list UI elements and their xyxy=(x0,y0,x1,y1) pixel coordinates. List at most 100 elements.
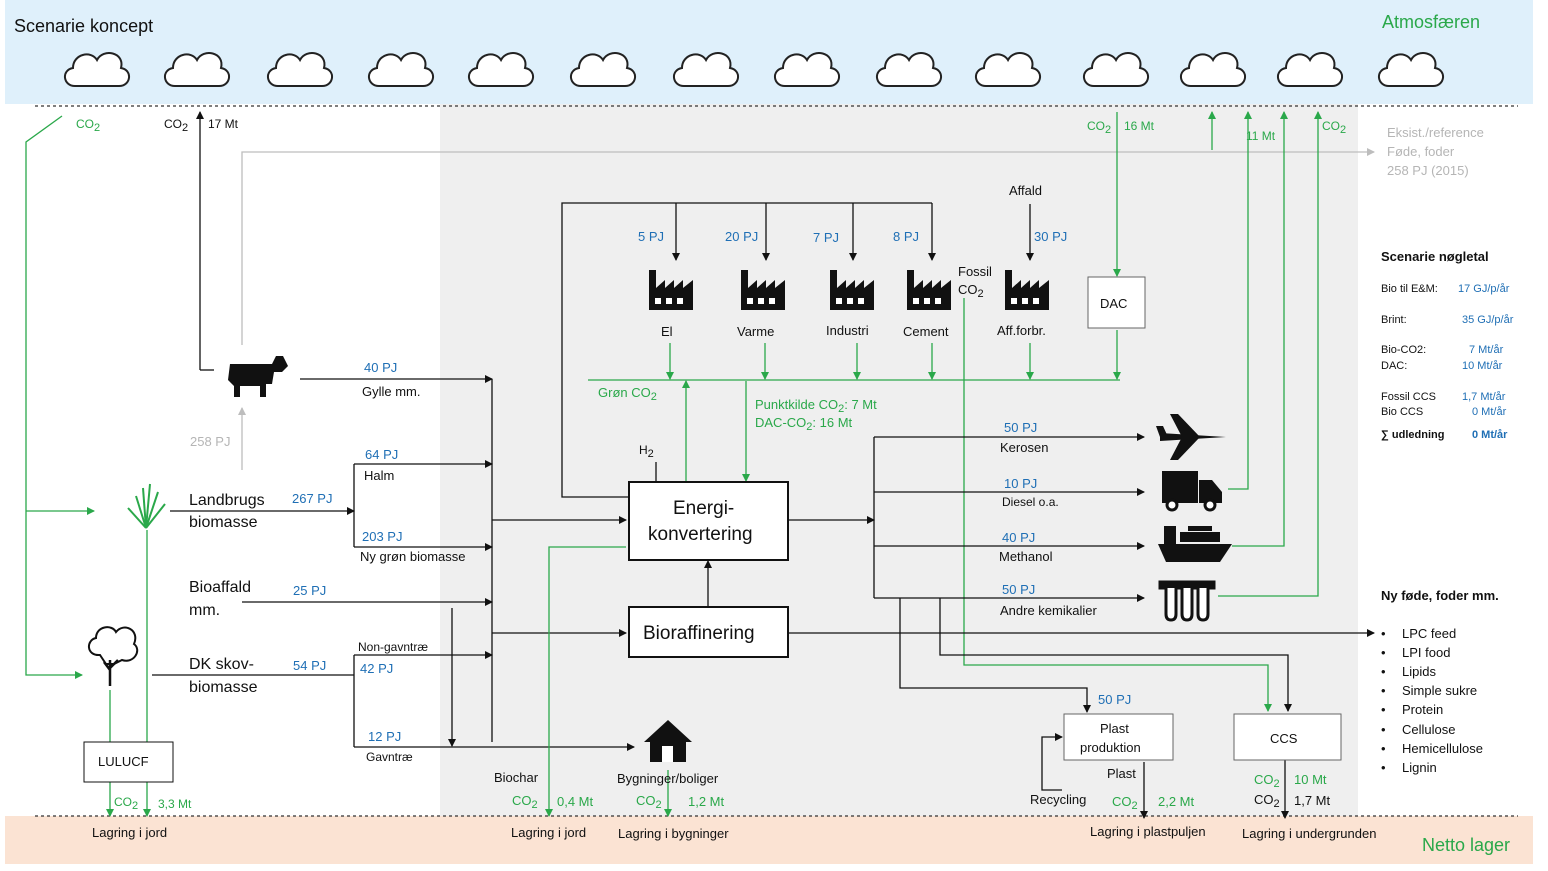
punktkilde-label: Punktkilde CO2: 7 Mt xyxy=(755,397,877,415)
diagram-title: Scenarie koncept xyxy=(14,16,153,36)
food-item: LPC feed xyxy=(1402,626,1456,641)
ccs-mt10-value: 10 Mt xyxy=(1294,772,1327,787)
co2-lulucf-label: CO2 xyxy=(114,795,138,812)
kemikalier-label: Andre kemikalier xyxy=(1000,603,1097,618)
kerosen-pj-value: 50 PJ xyxy=(1004,420,1037,435)
h2-label: H2 xyxy=(639,443,654,460)
key-value-6: 0 Mt/år xyxy=(1472,406,1507,418)
kemikalier-pj-value: 50 PJ xyxy=(1002,582,1035,597)
plast-label: Plast xyxy=(1107,766,1136,781)
cow-icon xyxy=(228,356,288,397)
ccs-label: CCS xyxy=(1270,731,1298,746)
ny-biomasse-label: Ny grøn biomasse xyxy=(360,549,465,564)
food-bullet: • xyxy=(1381,760,1386,775)
bioaffald-label-1: Bioaffald xyxy=(189,579,251,596)
ccs-mt17-value: 1,7 Mt xyxy=(1294,793,1331,808)
cement-label: Cement xyxy=(903,324,949,339)
industri-pj-value: 7 PJ xyxy=(813,230,839,245)
storage-label-4: Lagring i plastpuljen xyxy=(1090,824,1206,839)
landbrug-pj-value: 267 PJ xyxy=(292,491,332,506)
key-label-6: Bio CCS xyxy=(1381,406,1423,418)
ccs-box xyxy=(1233,713,1342,761)
storage-label-2: Lagring i jord xyxy=(511,825,586,840)
food-bullet: • xyxy=(1381,702,1386,717)
food-item: Lignin xyxy=(1402,760,1437,775)
biochar-label: Biochar xyxy=(494,770,539,785)
food-item: Simple sukre xyxy=(1402,683,1477,698)
storage-label-3: Lagring i bygninger xyxy=(618,826,729,841)
varme-label: Varme xyxy=(737,324,774,339)
ccs-co2-label-1: CO2 xyxy=(1254,772,1280,790)
co2-17mt-value: 17 Mt xyxy=(208,117,239,131)
dac-label: DAC xyxy=(1100,296,1127,311)
biochar-mt-value: 0,4 Mt xyxy=(557,794,594,809)
recycling-label: Recycling xyxy=(1030,792,1086,807)
pj258-value: 258 PJ xyxy=(190,434,230,449)
lulucf-box xyxy=(83,741,174,783)
affaldsforbr-label: Aff.forbr. xyxy=(997,323,1046,338)
key-label-1: Bio til E&M: xyxy=(1381,283,1438,295)
el-label: El xyxy=(661,324,673,339)
bygninger-mt-value: 1,2 Mt xyxy=(688,794,725,809)
plast-produktion-box xyxy=(1063,713,1174,761)
netto-lager-label: Netto lager xyxy=(1422,835,1510,855)
grass-icon xyxy=(127,483,166,529)
food-item: LPI food xyxy=(1402,645,1450,660)
food-bullet: • xyxy=(1381,645,1386,660)
co2-16mt-value: 16 Mt xyxy=(1124,119,1155,133)
co2-cow-label: CO2 xyxy=(164,117,188,134)
lulucf-label: LULUCF xyxy=(98,754,149,769)
house-icon xyxy=(644,720,692,762)
food-list: • LPC feed • LPI food • Lipids • Simple … xyxy=(1381,626,1483,775)
gav-pj-value: 12 PJ xyxy=(368,729,401,744)
landbrug-label-2: biomasse xyxy=(189,514,258,531)
fossil-co2-label: CO2 xyxy=(958,282,984,300)
kerosen-label: Kerosen xyxy=(1000,440,1048,455)
ny-pj-value: 203 PJ xyxy=(362,529,402,544)
landbrug-label-1: Landbrugs xyxy=(189,492,265,509)
key-value-3: 7 Mt/år xyxy=(1469,344,1504,356)
tree-icon xyxy=(88,626,139,686)
halm-pj-value: 64 PJ xyxy=(365,447,398,462)
methanol-pj-value: 40 PJ xyxy=(1002,530,1035,545)
lulucf-mt-value: 3,3 Mt xyxy=(158,797,192,811)
key-value-5: 1,7 Mt/år xyxy=(1462,391,1506,403)
food-bullet: • xyxy=(1381,626,1386,641)
biochar-co2-label: CO2 xyxy=(512,793,538,811)
food-bullet: • xyxy=(1381,664,1386,679)
energi-konvertering-box xyxy=(628,481,789,561)
energi-label-2: konvertering xyxy=(648,524,753,545)
varme-pj-value: 20 PJ xyxy=(725,229,758,244)
co2-left-label: CO2 xyxy=(76,117,100,134)
skov-label-1: DK skov- xyxy=(189,656,254,673)
affald-pj-value: 30 PJ xyxy=(1034,229,1067,244)
el-pj-value: 5 PJ xyxy=(638,229,664,244)
methanol-label: Methanol xyxy=(999,549,1053,564)
plast-co2-label: CO2 xyxy=(1112,794,1138,812)
bioaffald-label-2: mm. xyxy=(189,602,220,619)
dac-box xyxy=(1087,276,1146,329)
system-panel xyxy=(440,104,1358,816)
bioraffinering-box xyxy=(628,606,789,658)
eksist-label: Eksist./reference xyxy=(1387,125,1484,140)
atmosphere-band xyxy=(5,0,1533,104)
key-label-4: DAC: xyxy=(1381,360,1407,372)
key-label-2: Brint: xyxy=(1381,314,1407,326)
plast-pj-value: 50 PJ xyxy=(1098,692,1131,707)
skov-label-2: biomasse xyxy=(189,679,258,696)
key-value-1: 17 GJ/p/år xyxy=(1458,283,1510,295)
food-bullet: • xyxy=(1381,741,1386,756)
co2-11mt-value: 11 Mt xyxy=(1246,129,1276,143)
food-title: Ny føde, foder mm. xyxy=(1381,588,1499,603)
energi-label-1: Energi- xyxy=(673,498,734,519)
gylle-pj-value: 40 PJ xyxy=(364,360,397,375)
bygninger-label: Bygninger/boliger xyxy=(617,771,719,786)
food-bullet: • xyxy=(1381,722,1386,737)
food-item: Cellulose xyxy=(1402,722,1455,737)
ship-icon xyxy=(1158,526,1232,562)
food-item: Protein xyxy=(1402,702,1443,717)
airplane-icon xyxy=(1156,414,1226,460)
plast-box-label-1: Plast xyxy=(1100,721,1129,736)
diesel-pj-value: 10 PJ xyxy=(1004,476,1037,491)
